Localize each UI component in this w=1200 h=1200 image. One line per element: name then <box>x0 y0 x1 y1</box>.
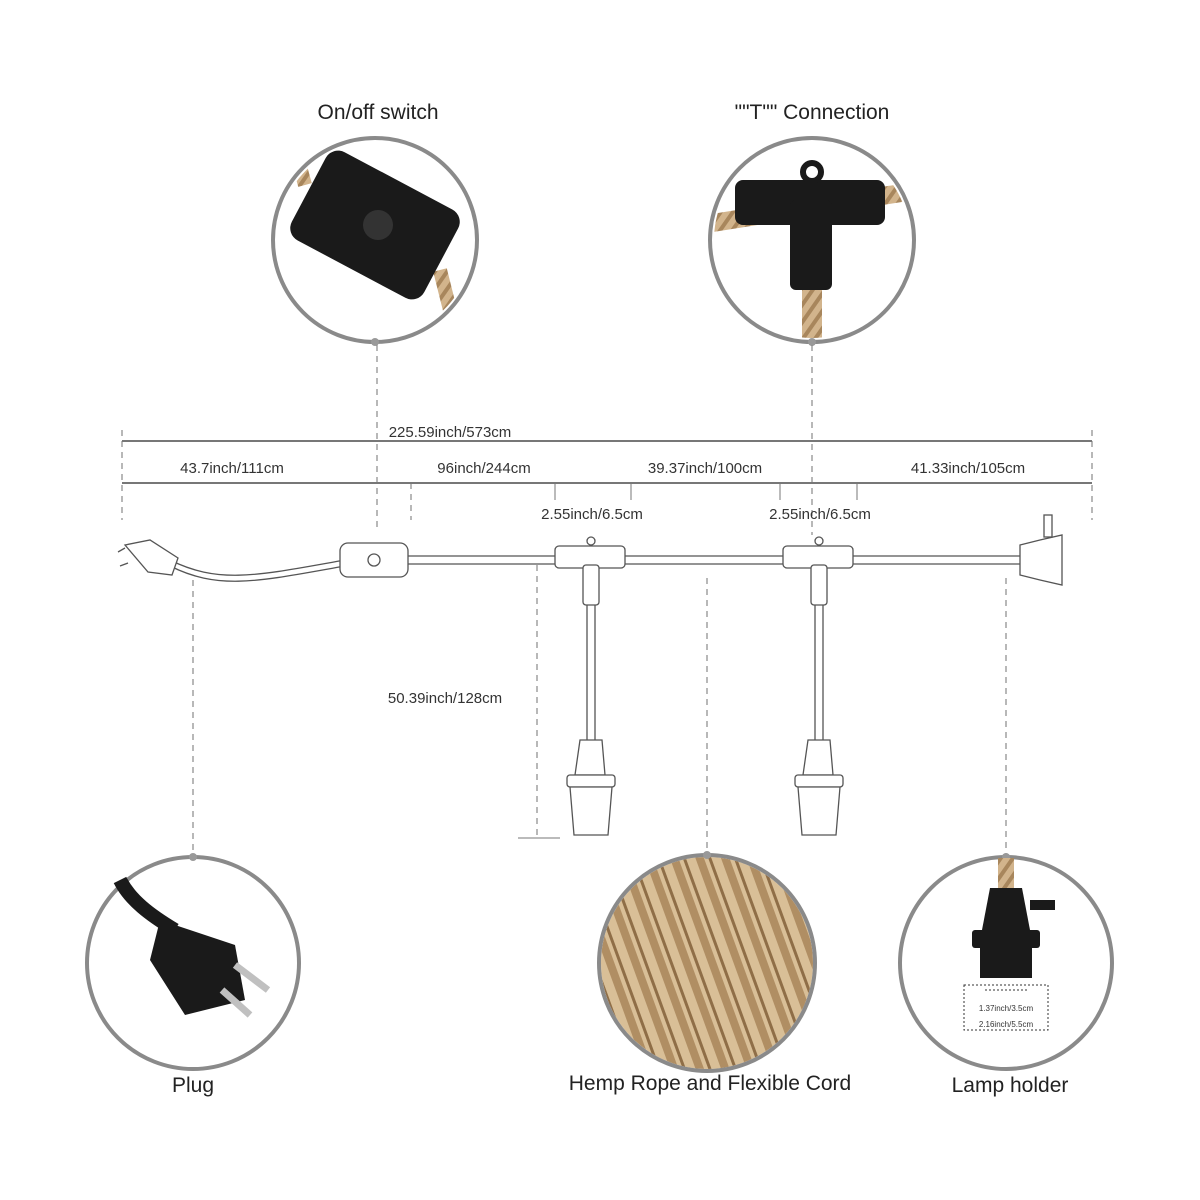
socket-dimension-box <box>963 984 1049 1031</box>
leader-dot <box>808 338 816 346</box>
switch-callout <box>271 136 479 346</box>
plug-prongs-icon <box>219 962 271 1018</box>
dim-drop-length: 50.39inch/128cm <box>388 690 502 707</box>
switch-label: On/off switch <box>318 101 439 124</box>
lamp-holder-callout: 1.37inch/3.5cm 2.16inch/5.5cm <box>898 853 1114 1071</box>
t-connector-icon <box>714 160 910 338</box>
hemp-callout <box>597 851 817 1073</box>
socket-inner-dim: 1.37inch/3.5cm <box>979 1004 1034 1013</box>
dim-t-width-1: 2.55inch/6.5cm <box>541 506 643 523</box>
lamp-holder-icon <box>982 888 1030 930</box>
t-connector-drawing-icon <box>782 536 854 836</box>
switch-button-icon <box>363 210 393 240</box>
plug-callout <box>85 853 301 1071</box>
rope-texture-icon <box>601 857 813 1069</box>
plug-label: Plug <box>172 1074 214 1097</box>
t-connector-drawing-icon <box>554 536 626 836</box>
end-socket-drawing-icon <box>1019 534 1063 586</box>
leader-dot <box>371 338 379 346</box>
plug-drawing-icon <box>123 539 179 576</box>
dim-t-to-end: 41.33inch/105cm <box>911 460 1025 477</box>
dimension-lines <box>122 440 1092 839</box>
t-connection-label: ""T"" Connection <box>735 101 890 124</box>
dim-total: 225.59inch/573cm <box>389 424 512 441</box>
cord-line-drawing <box>117 514 1063 836</box>
dim-switch-to-t: 96inch/244cm <box>437 460 530 477</box>
t-connection-callout <box>708 136 916 346</box>
leader-lines <box>121 345 1093 855</box>
hemp-label: Hemp Rope and Flexible Cord <box>569 1072 851 1095</box>
dim-plug-to-switch: 43.7inch/111cm <box>180 460 284 477</box>
lamp-holder-label: Lamp holder <box>952 1074 1069 1097</box>
socket-outer-dim: 2.16inch/5.5cm <box>979 1020 1034 1029</box>
socket-drawing-icon <box>569 786 613 836</box>
dim-t-width-2: 2.55inch/6.5cm <box>769 506 871 523</box>
dim-t-to-t: 39.37inch/100cm <box>648 460 762 477</box>
socket-drawing-icon <box>797 786 841 836</box>
